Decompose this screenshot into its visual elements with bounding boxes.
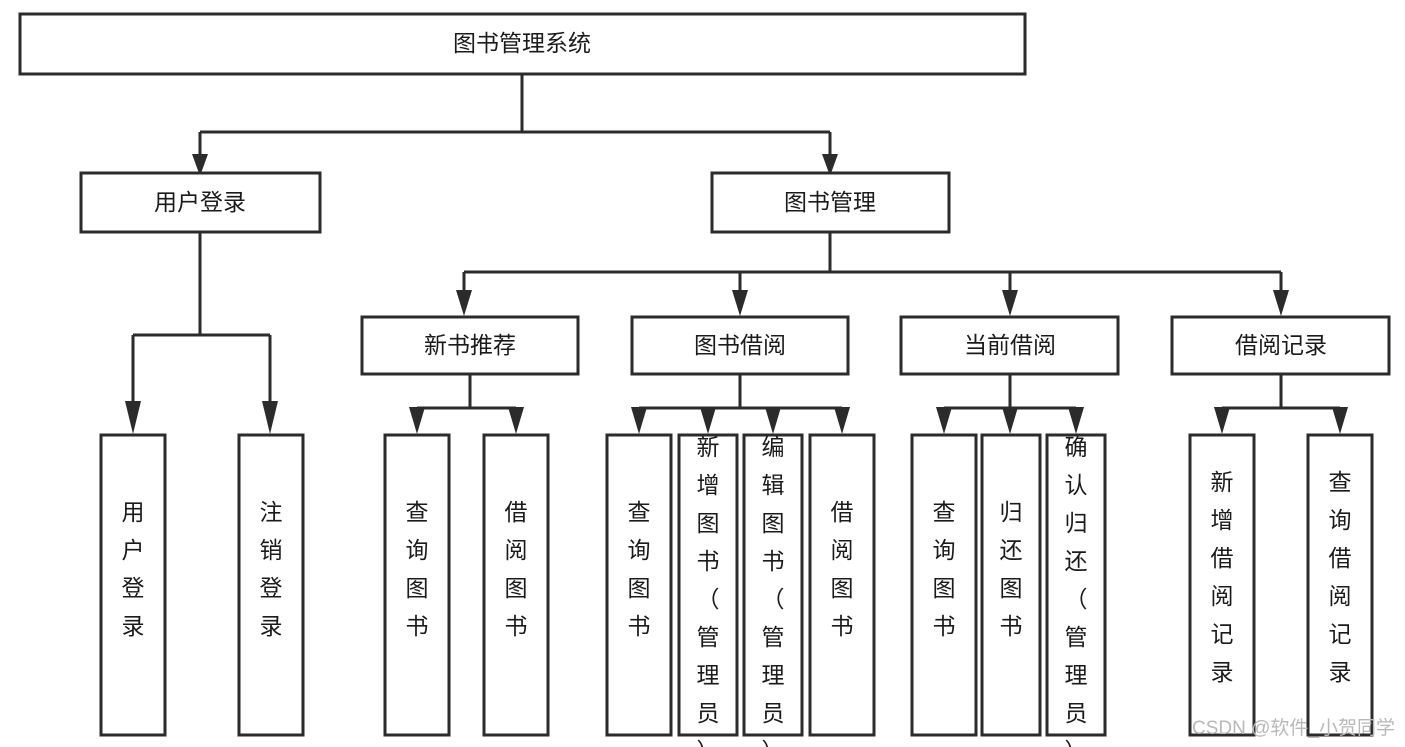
node-leaf-add-record-box[interactable] <box>1188 433 1256 737</box>
node-user-login-box[interactable] <box>79 171 322 234</box>
node-leaf-borrow-book-1[interactable]: 借阅图书 <box>482 433 550 737</box>
node-leaf-query-book-1-label: 查询图书 <box>406 499 429 639</box>
node-leaf-add-book-box[interactable] <box>677 433 739 737</box>
arrow-head-icon <box>834 407 850 434</box>
node-user-login[interactable]: 用户登录 <box>79 171 322 234</box>
node-leaf-add-record[interactable]: 新增借阅记录 <box>1188 433 1256 737</box>
arrow-head-icon <box>732 290 748 316</box>
node-leaf-query-record[interactable]: 查询借阅记录 <box>1306 433 1374 737</box>
node-leaf-add-record-label: 新增借阅记录 <box>1211 469 1234 685</box>
node-root[interactable]: 图书管理系统 <box>18 12 1027 76</box>
node-leaf-borrow-book-1-box[interactable] <box>482 433 550 737</box>
node-leaf-confirm-return-box[interactable] <box>1045 433 1107 737</box>
node-leaf-borrow-book-1-label: 借阅图书 <box>505 499 528 639</box>
arrow-head-icon <box>192 154 208 176</box>
node-leaf-query-book-3-label: 查询图书 <box>933 499 956 639</box>
node-leaf-query-book-2-label: 查询图书 <box>628 499 651 639</box>
arrow-head-icon <box>1068 407 1084 434</box>
connector-layer <box>125 74 1348 434</box>
node-new-book-recommend-box[interactable] <box>360 315 580 376</box>
node-book-borrow-box[interactable] <box>630 315 850 376</box>
node-book-manage-box[interactable] <box>710 171 951 234</box>
arrow-head-icon <box>765 407 781 434</box>
node-leaf-query-record-box[interactable] <box>1306 433 1374 737</box>
arrow-head-icon <box>700 407 716 434</box>
node-book-borrow-label: 图书借阅 <box>694 332 786 358</box>
arrow-head-icon <box>125 401 141 434</box>
node-current-borrow-box[interactable] <box>899 315 1120 376</box>
node-leaf-user-login[interactable]: 用户登录 <box>99 433 167 737</box>
arrow-head-icon <box>456 290 472 316</box>
arrow-head-icon <box>409 407 425 434</box>
node-leaf-borrow-book-2-label: 借阅图书 <box>831 499 854 639</box>
node-leaf-query-book-3[interactable]: 查询图书 <box>910 433 978 737</box>
csdn-watermark: CSDN @软件_小贺同学 <box>1192 717 1395 739</box>
node-book-manage-label: 图书管理 <box>784 189 876 215</box>
node-leaf-borrow-book-2[interactable]: 借阅图书 <box>808 433 876 737</box>
node-leaf-user-logout[interactable]: 注销登录 <box>237 433 305 737</box>
node-root-box[interactable] <box>18 12 1027 76</box>
node-leaf-return-book-box[interactable] <box>980 433 1042 737</box>
node-leaf-user-logout-label: 注销登录 <box>260 499 283 639</box>
node-leaf-query-record-label: 查询借阅记录 <box>1329 469 1352 685</box>
node-root-label: 图书管理系统 <box>453 30 591 56</box>
arrow-head-icon <box>1002 407 1018 434</box>
node-leaf-edit-book[interactable]: 编辑图书（管理员） <box>742 433 804 747</box>
node-leaf-user-login-label: 用户登录 <box>122 499 145 639</box>
arrow-head-icon <box>508 407 524 434</box>
node-borrow-record-label: 借阅记录 <box>1235 332 1327 358</box>
node-leaf-confirm-return-label: 确认归还（管理员） <box>1065 434 1088 747</box>
node-leaf-user-login-box[interactable] <box>99 433 167 737</box>
node-user-login-label: 用户登录 <box>154 189 246 215</box>
node-leaf-edit-book-box[interactable] <box>742 433 804 737</box>
node-leaf-borrow-book-2-box[interactable] <box>808 433 876 737</box>
node-leaf-query-book-1-box[interactable] <box>383 433 451 737</box>
arrow-head-icon <box>1214 407 1230 434</box>
node-leaf-query-book-3-box[interactable] <box>910 433 978 737</box>
node-leaf-confirm-return[interactable]: 确认归还（管理员） <box>1045 433 1107 747</box>
node-leaf-return-book-label: 归还图书 <box>1000 499 1023 639</box>
arrow-head-icon <box>822 154 838 176</box>
arrow-head-icon <box>1273 290 1289 316</box>
node-leaf-return-book[interactable]: 归还图书 <box>980 433 1042 737</box>
arrow-head-icon <box>936 407 952 434</box>
node-new-book-recommend-label: 新书推荐 <box>424 332 516 358</box>
node-book-manage[interactable]: 图书管理 <box>710 171 951 234</box>
node-leaf-add-book[interactable]: 新增图书（管理员） <box>677 433 739 747</box>
node-leaf-query-book-2[interactable]: 查询图书 <box>605 433 673 737</box>
node-leaf-add-book-label: 新增图书（管理员） <box>697 434 720 747</box>
node-leaf-user-logout-box[interactable] <box>237 433 305 737</box>
arrow-head-icon <box>1002 290 1018 316</box>
node-leaf-edit-book-label: 编辑图书（管理员） <box>762 434 785 747</box>
node-borrow-record[interactable]: 借阅记录 <box>1170 315 1391 376</box>
node-current-borrow[interactable]: 当前借阅 <box>899 315 1120 376</box>
node-leaf-query-book-2-box[interactable] <box>605 433 673 737</box>
node-leaf-query-book-1[interactable]: 查询图书 <box>383 433 451 737</box>
node-borrow-record-box[interactable] <box>1170 315 1391 376</box>
node-book-borrow[interactable]: 图书借阅 <box>630 315 850 376</box>
node-current-borrow-label: 当前借阅 <box>964 332 1056 358</box>
arrow-head-icon <box>262 401 278 434</box>
node-new-book-recommend[interactable]: 新书推荐 <box>360 315 580 376</box>
arrow-head-icon <box>1332 407 1348 434</box>
arrow-head-icon <box>631 407 647 434</box>
